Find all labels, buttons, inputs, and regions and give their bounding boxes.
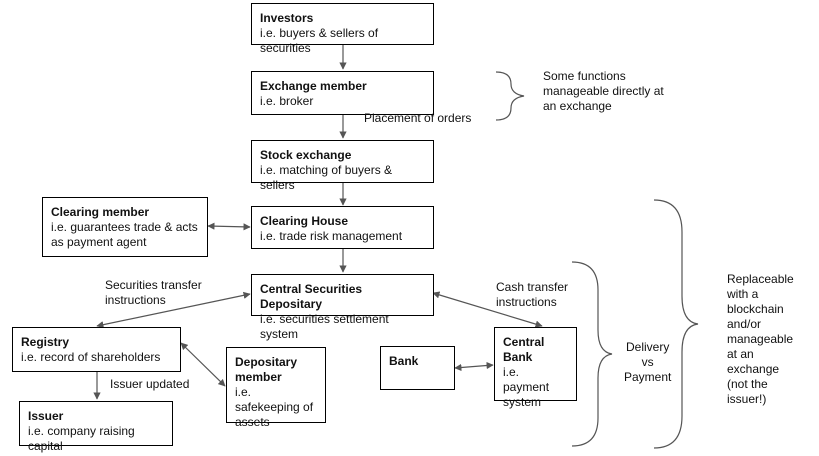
csd-box: Central Securities Depositary i.e. secur… (251, 274, 434, 341)
registry-box: Registry i.e. record of shareholders (12, 327, 181, 372)
delivery-vs-payment-label: Delivery vs Payment (624, 340, 672, 384)
clearing-member-subtitle: i.e. guarantees trade & acts as payment … (51, 220, 198, 249)
brace-some-functions (495, 71, 525, 121)
issuer-updated-label: Issuer updated (110, 377, 190, 391)
clearing-member-box: Clearing member i.e. guarantees trade & … (42, 197, 208, 257)
depositary-member-box: Depositary member i.e. safekeeping of as… (226, 347, 326, 429)
issuer-title: Issuer (28, 409, 64, 423)
brace-replaceable (653, 199, 699, 449)
issuer-box: Issuer i.e. company raising capital (19, 401, 173, 453)
stock-exchange-box: Stock exchange i.e. matching of buyers &… (251, 140, 434, 192)
edge-registry-depositary-member (180, 342, 226, 387)
issuer-subtitle: i.e. company raising capital (28, 424, 135, 453)
clearing-house-subtitle: i.e. trade risk management (260, 229, 403, 243)
depositary-member-title: Depositary member (235, 355, 298, 384)
brace-delivery-vs-payment (571, 261, 613, 447)
replaceable-label: Replaceable with a blockchain and/or man… (727, 272, 794, 406)
central-bank-box: Central Bank i.e. payment system (494, 327, 577, 409)
clearing-house-title: Clearing House (260, 214, 349, 228)
clearing-house-box: Clearing House i.e. trade risk managemen… (251, 206, 434, 249)
registry-title: Registry (21, 335, 70, 349)
csd-subtitle: i.e. securities settlement system (260, 312, 389, 341)
central-bank-subtitle: i.e. payment system (503, 365, 550, 409)
edge-bank-central-bank (454, 361, 494, 372)
edge-csd-registry (96, 291, 251, 329)
cash-transfer-label: Cash transfer instructions (496, 280, 569, 309)
exchange-member-subtitle: i.e. broker (260, 94, 314, 108)
exchange-member-title: Exchange member (260, 79, 367, 93)
bank-box: Bank (380, 346, 455, 390)
depositary-member-subtitle: i.e. safekeeping of assets (235, 385, 314, 429)
central-bank-title: Central Bank (503, 335, 545, 364)
investors-title: Investors (260, 11, 314, 25)
bank-title: Bank (389, 354, 419, 368)
csd-title: Central Securities Depositary (260, 282, 363, 311)
exchange-member-box: Exchange member i.e. broker (251, 71, 434, 115)
edge-clearing-member-clearing-house (207, 222, 251, 231)
investors-subtitle: i.e. buyers & sellers of securities (260, 26, 379, 55)
some-functions-label: Some functions manageable directly at an… (543, 69, 664, 113)
placement-of-orders-label: Placement of orders (364, 111, 472, 125)
stock-exchange-subtitle: i.e. matching of buyers & sellers (260, 163, 393, 192)
investors-box: Investors i.e. buyers & sellers of secur… (251, 3, 434, 55)
edge-csd-central-bank (432, 291, 543, 328)
clearing-member-title: Clearing member (51, 205, 150, 219)
securities-transfer-label: Securities transfer instructions (105, 278, 202, 307)
stock-exchange-title: Stock exchange (260, 148, 352, 162)
registry-subtitle: i.e. record of shareholders (21, 350, 161, 364)
